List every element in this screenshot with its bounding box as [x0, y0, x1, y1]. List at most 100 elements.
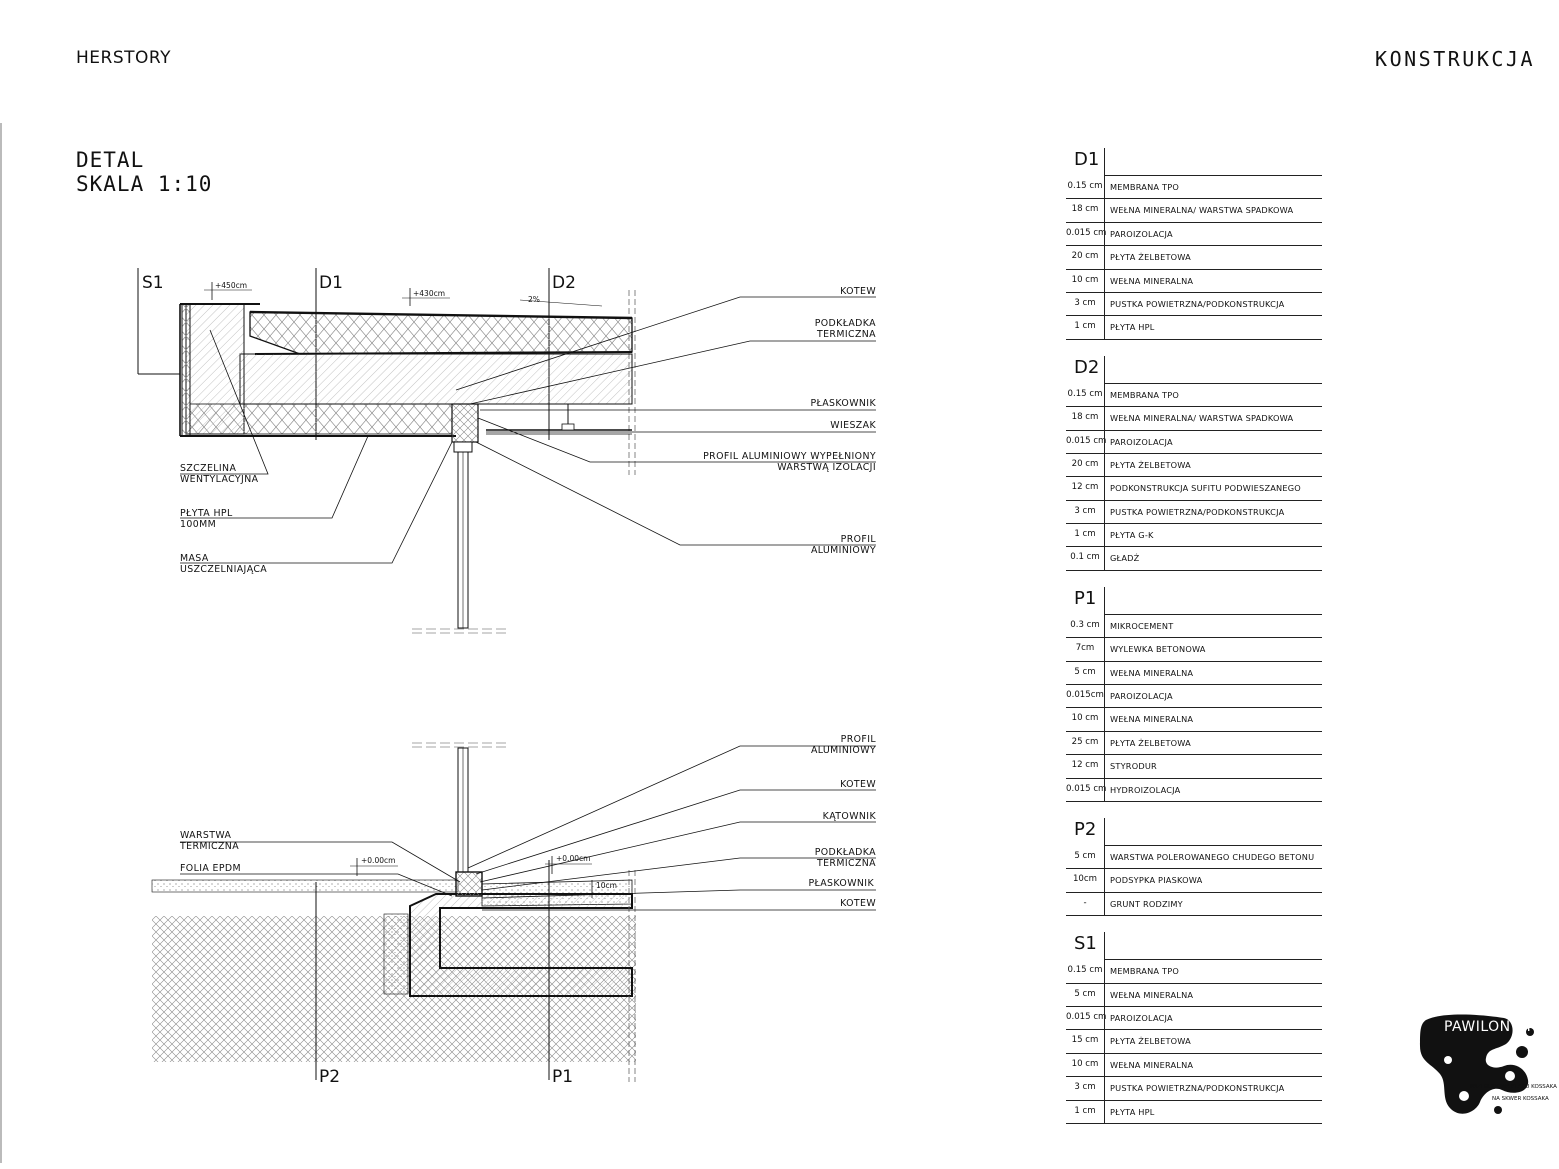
layer-material: PAROIZOLACJA: [1110, 691, 1173, 702]
layer-thickness: 3 cm: [1074, 297, 1096, 308]
layer-table-code: P1: [1074, 587, 1097, 609]
dim-bottom-left: +0.00cm: [361, 856, 395, 865]
layer-thickness: 10 cm: [1071, 274, 1099, 285]
layer-row: 18 cm WEŁNA MINERALNA/ WARSTWA SPADKOWA: [1066, 199, 1322, 223]
layer-material: PŁYTA ŻELBETOWA: [1110, 737, 1191, 748]
label-profil-aluminiowy-upper-2: ALUMINIOWY: [811, 545, 876, 556]
layer-material: MEMBRANA TPO: [1110, 389, 1179, 400]
layer-thickness: 0.1 cm: [1070, 552, 1100, 563]
layer-thickness: 10 cm: [1071, 1058, 1099, 1069]
layer-material: STYRODUR: [1110, 761, 1157, 772]
layer-material: PAROIZOLACJA: [1110, 228, 1173, 239]
layer-thickness: 20 cm: [1071, 458, 1099, 469]
layer-material: PAROIZOLACJA: [1110, 1012, 1173, 1023]
label-podkladka-lower-2: TERMICZNA: [816, 858, 876, 869]
layer-thickness: 1 cm: [1074, 1105, 1096, 1116]
layer-thickness: 10 cm: [1071, 713, 1099, 724]
layer-material: WEŁNA MINERALNA: [1110, 714, 1194, 725]
label-profil-aluminiowy-lower-2: ALUMINIOWY: [811, 745, 876, 756]
layer-thickness: 1 cm: [1074, 529, 1096, 540]
layer-row: 1 cm PŁYTA G-K: [1066, 524, 1322, 548]
label-plaskownik-lower: PŁASKOWNIK: [809, 878, 875, 889]
layer-row: 18 cm WEŁNA MINERALNA/ WARSTWA SPADKOWA: [1066, 407, 1322, 431]
detail-scale: SKALA 1:10: [76, 172, 213, 196]
label-profil-wypelniony-2: WARSTWĄ IZOLACJI: [777, 462, 876, 473]
label-profil-aluminiowy-lower-1: PROFIL: [841, 734, 877, 745]
label-warstwa-termiczna-1: WARSTWA: [180, 830, 232, 841]
layer-thickness: 0.015 cm: [1066, 227, 1107, 238]
layer-material: PŁYTA ŻELBETOWA: [1110, 1036, 1191, 1047]
logo-title: PAWILON HR: [1444, 1019, 1537, 1035]
axis-label-d1: D1: [319, 273, 343, 293]
layer-table-header: P1: [1066, 585, 1322, 615]
layer-thickness: 5 cm: [1074, 988, 1096, 999]
layer-row: 0.1 cm GŁADŹ: [1066, 547, 1322, 571]
layer-material: GRUNT RODZIMY: [1110, 898, 1183, 909]
header-left-title: HERSTORY: [76, 48, 172, 68]
layer-material: PUSTKA POWIETRZNA/PODKONSTRUKCJA: [1110, 1083, 1285, 1094]
label-profil-wypelniony-1: PROFIL ALUMINIOWY WYPEŁNIONY: [703, 451, 876, 462]
layer-thickness: 18 cm: [1071, 412, 1099, 423]
layer-thickness: 0.15 cm: [1067, 181, 1103, 191]
header-right-title: KONSTRUKCJA: [1375, 47, 1535, 71]
layer-material: PŁYTA G-K: [1110, 530, 1154, 541]
layer-thickness: 0.015 cm: [1066, 1011, 1107, 1022]
layer-material: WEŁNA MINERALNA: [1110, 275, 1194, 286]
layer-table-header: D1: [1066, 146, 1322, 176]
layer-thickness: 0.015 cm: [1066, 435, 1107, 446]
layer-material: PODKONSTRUKCJA SUFITU PODWIESZANEGO: [1110, 483, 1301, 494]
layer-thickness: 3 cm: [1074, 505, 1096, 516]
layer-material: MEMBRANA TPO: [1110, 182, 1179, 192]
layer-thickness: 5 cm: [1074, 850, 1096, 861]
layer-material: PŁYTA HPL: [1110, 1106, 1155, 1117]
label-podkladka-upper-1: PODKŁADKA: [815, 318, 876, 329]
layer-material: HYDROIZOLACJA: [1110, 784, 1181, 795]
upper-detail: +450cm +430cm 2% S1 D1 D2 KOTEW PODKŁADK…: [137, 268, 877, 634]
layer-material: WEŁNA MINERALNA/ WARSTWA SPADKOWA: [1110, 413, 1294, 424]
detail-title-line1: DETAL: [76, 148, 145, 172]
layer-table-d1: D1 0.15 cm MEMBRANA TPO 18 cm WEŁNA MINERALN…: [1066, 146, 1322, 340]
layer-thickness: 0.015 cm: [1066, 783, 1107, 794]
label-masa-2: USZCZELNIAJĄCA: [180, 564, 267, 575]
layer-material: PUSTKA POWIETRZNA/PODKONSTRUKCJA: [1110, 298, 1285, 309]
layer-material: WEŁNA MINERALNA/ WARSTWA SPADKOWA: [1110, 205, 1294, 216]
layer-table-header: D2: [1066, 354, 1322, 384]
layer-thickness: 15 cm: [1071, 1035, 1099, 1046]
layer-thickness: 0.15 cm: [1067, 965, 1103, 976]
page-frame-edge: [0, 123, 2, 1163]
layer-thickness: 18 cm: [1071, 204, 1099, 215]
layer-row: 3 cm PUSTKA POWIETRZNA/PODKONSTRUKCJA: [1066, 292, 1322, 317]
layer-row: 15 cm PŁYTA ŻELBETOWA: [1066, 1030, 1322, 1054]
lower-detail: +0.00cm +0.00cm 10cm P2 P1 PROFIL ALUMIN…: [151, 734, 877, 1087]
layer-row: 12 cm PODKONSTRUKCJA SUFITU PODWIESZANEGO: [1066, 477, 1322, 501]
layer-thickness: 12 cm: [1071, 482, 1099, 493]
layer-material: WEŁNA MINERALNA: [1110, 667, 1194, 678]
layer-thickness: -: [1083, 897, 1087, 908]
layer-table-code: S1: [1074, 933, 1097, 955]
axis-label-d2: D2: [552, 273, 576, 293]
layer-material: GŁADŹ: [1110, 553, 1140, 564]
label-katownik: KĄTOWNIK: [823, 811, 877, 822]
layer-row: 5 cm WEŁNA MINERALNA: [1066, 661, 1322, 686]
layer-table-code: D2: [1074, 356, 1100, 378]
dim-bottom-right: +0.00cm: [556, 854, 590, 863]
dim-top-d1: +430cm: [413, 289, 445, 298]
detail-title: DETAL SKALA 1:10: [76, 148, 212, 196]
layer-row: 10 cm WEŁNA MINERALNA: [1066, 269, 1322, 293]
layer-thickness: 5 cm: [1074, 666, 1096, 677]
layer-thickness: 1 cm: [1074, 321, 1096, 332]
layer-material: WEŁNA MINERALNA: [1110, 989, 1194, 1000]
label-szczelina-1: SZCZELINA: [180, 463, 236, 474]
label-profil-aluminiowy-upper-1: PROFIL: [841, 534, 877, 545]
